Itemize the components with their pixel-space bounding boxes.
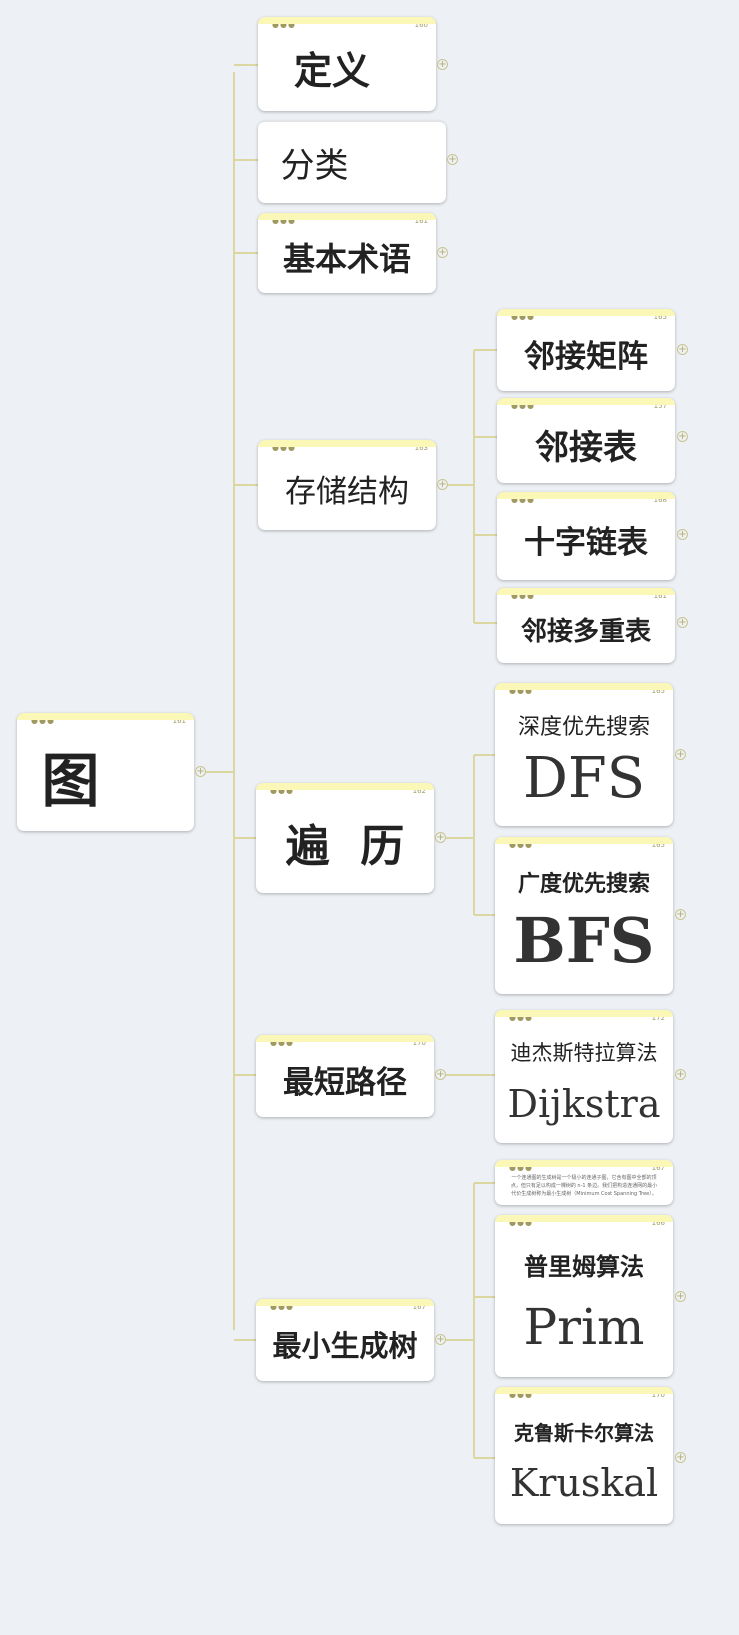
root-node[interactable]: ●●● 161 图 xyxy=(17,713,194,831)
node-number: 157 xyxy=(653,402,667,410)
node-number: 170 xyxy=(651,1391,665,1399)
node-abbreviation: Prim xyxy=(523,1298,645,1356)
header-dots-icon: ●●● xyxy=(509,1218,533,1227)
node-terminology[interactable]: ●●● 161 基本术语 xyxy=(258,213,436,293)
node-label: 深度优先搜索 xyxy=(517,715,650,740)
node-label: 分类 xyxy=(280,146,349,186)
expand-toggle-icon[interactable]: + xyxy=(677,431,688,442)
header-dots-icon: ●●● xyxy=(509,686,533,695)
expand-toggle-icon[interactable]: + xyxy=(675,1452,686,1463)
expand-toggle-icon[interactable]: + xyxy=(437,59,448,70)
node-number: 170 xyxy=(412,1039,426,1047)
node-number: 161 xyxy=(172,717,186,725)
expand-toggle-icon[interactable]: + xyxy=(675,909,686,920)
node-label: 克鲁斯卡尔算法 xyxy=(514,1420,654,1445)
node-number: 162 xyxy=(412,787,426,795)
node-label: 十字链表 xyxy=(524,525,648,561)
node-mst-definition[interactable]: ●●● 167 一个连通图的生成树是一个极小的连通子图，它含有图中全部的顶点，但… xyxy=(495,1160,673,1205)
node-classification[interactable]: 分类 xyxy=(258,121,446,203)
node-adjacency-matrix[interactable]: ●●● 165 邻接矩阵 xyxy=(497,309,675,391)
header-dots-icon: ●●● xyxy=(511,495,535,504)
node-label: 迪杰斯特拉算法 xyxy=(510,1041,658,1065)
node-shortest-path[interactable]: ●●● 170 最短路径 xyxy=(256,1035,434,1117)
expand-toggle-icon[interactable]: + xyxy=(675,749,686,760)
expand-toggle-icon[interactable]: + xyxy=(677,617,688,628)
node-orthogonal-list[interactable]: ●●● 168 十字链表 xyxy=(497,492,675,580)
node-number: 160 xyxy=(414,21,428,29)
node-label: 存储结构 xyxy=(285,474,409,510)
expand-toggle-icon[interactable]: + xyxy=(447,154,458,165)
node-label: 邻接矩阵 xyxy=(524,339,648,375)
header-dots-icon: ●●● xyxy=(272,20,296,29)
node-mst[interactable]: ●●● 167 最小生成树 xyxy=(256,1299,434,1381)
expand-toggle-icon[interactable]: + xyxy=(675,1291,686,1302)
node-label: 最小生成树 xyxy=(272,1328,418,1363)
header-dots-icon: ●●● xyxy=(509,1390,533,1399)
header-dots-icon: ●●● xyxy=(511,312,535,321)
header-dots-icon: ●●● xyxy=(270,1038,294,1047)
header-dots-icon: ●●● xyxy=(511,591,535,600)
node-definition[interactable]: ●●● 160 定义 xyxy=(258,17,436,111)
node-number: 163 xyxy=(414,444,428,452)
header-dots-icon: ●●● xyxy=(511,401,535,410)
node-number: 172 xyxy=(651,1014,665,1022)
expand-toggle-icon[interactable]: + xyxy=(677,344,688,355)
node-number: 161 xyxy=(414,217,428,225)
node-traversal[interactable]: ●●● 162 遍 历 xyxy=(256,783,434,893)
expand-toggle-icon[interactable]: + xyxy=(437,247,448,258)
header-dots-icon: ●●● xyxy=(509,1013,533,1022)
node-number: 167 xyxy=(651,1164,665,1172)
header-dots-icon: ●●● xyxy=(272,216,296,225)
node-label: 邻接表 xyxy=(535,427,637,468)
node-dfs[interactable]: ●●● 165 深度优先搜索 DFS xyxy=(495,683,673,826)
node-kruskal[interactable]: ●●● 170 克鲁斯卡尔算法 Kruskal xyxy=(495,1387,673,1524)
node-adjacency-multilist[interactable]: ●●● 161 邻接多重表 xyxy=(497,588,675,663)
node-number: 165 xyxy=(651,841,665,849)
header-dots-icon: ●●● xyxy=(509,1163,533,1172)
node-number: 165 xyxy=(651,687,665,695)
node-number: 161 xyxy=(653,592,667,600)
node-number: 166 xyxy=(651,1219,665,1227)
expand-toggle-icon[interactable]: + xyxy=(677,529,688,540)
node-label: 普里姆算法 xyxy=(524,1253,644,1281)
node-dijkstra[interactable]: ●●● 172 迪杰斯特拉算法 Dijkstra xyxy=(495,1010,673,1143)
node-adjacency-list[interactable]: ●●● 157 邻接表 xyxy=(497,398,675,483)
node-abbreviation: Dijkstra xyxy=(507,1082,661,1126)
node-label: 广度优先搜索 xyxy=(517,872,650,897)
node-label: 最短路径 xyxy=(283,1065,407,1101)
node-bfs[interactable]: ●●● 165 广度优先搜索 BFS xyxy=(495,837,673,994)
expand-toggle-icon[interactable]: + xyxy=(435,1069,446,1080)
header-dots-icon: ●●● xyxy=(272,443,296,452)
header-dots-icon: ●●● xyxy=(270,1302,294,1311)
node-abbreviation: BFS xyxy=(513,904,655,977)
node-number: 168 xyxy=(653,496,667,504)
node-storage[interactable]: ●●● 163 存储结构 xyxy=(258,440,436,530)
header-dots-icon: ●●● xyxy=(509,840,533,849)
expand-toggle-icon[interactable]: + xyxy=(675,1069,686,1080)
node-description: 一个连通图的生成树是一个极小的连通子图，它含有图中全部的顶点，但只有足以构成一棵… xyxy=(510,1175,658,1197)
header-dots-icon: ●●● xyxy=(31,716,55,725)
node-number: 165 xyxy=(653,313,667,321)
node-prim[interactable]: ●●● 166 普里姆算法 Prim xyxy=(495,1215,673,1377)
node-number: 167 xyxy=(412,1303,426,1311)
expand-toggle-icon[interactable]: + xyxy=(435,832,446,843)
node-abbreviation: DFS xyxy=(522,746,646,811)
node-label: 定义 xyxy=(293,49,370,93)
node-label: 基本术语 xyxy=(282,239,411,278)
expand-toggle-icon[interactable]: + xyxy=(195,766,206,777)
node-abbreviation: Kruskal xyxy=(509,1460,659,1505)
header-dots-icon: ●●● xyxy=(270,786,294,795)
node-label: 邻接多重表 xyxy=(520,616,651,647)
expand-toggle-icon[interactable]: + xyxy=(437,479,448,490)
node-label: 遍 历 xyxy=(285,820,405,872)
expand-toggle-icon[interactable]: + xyxy=(435,1334,446,1345)
root-title: 图 xyxy=(41,746,100,815)
